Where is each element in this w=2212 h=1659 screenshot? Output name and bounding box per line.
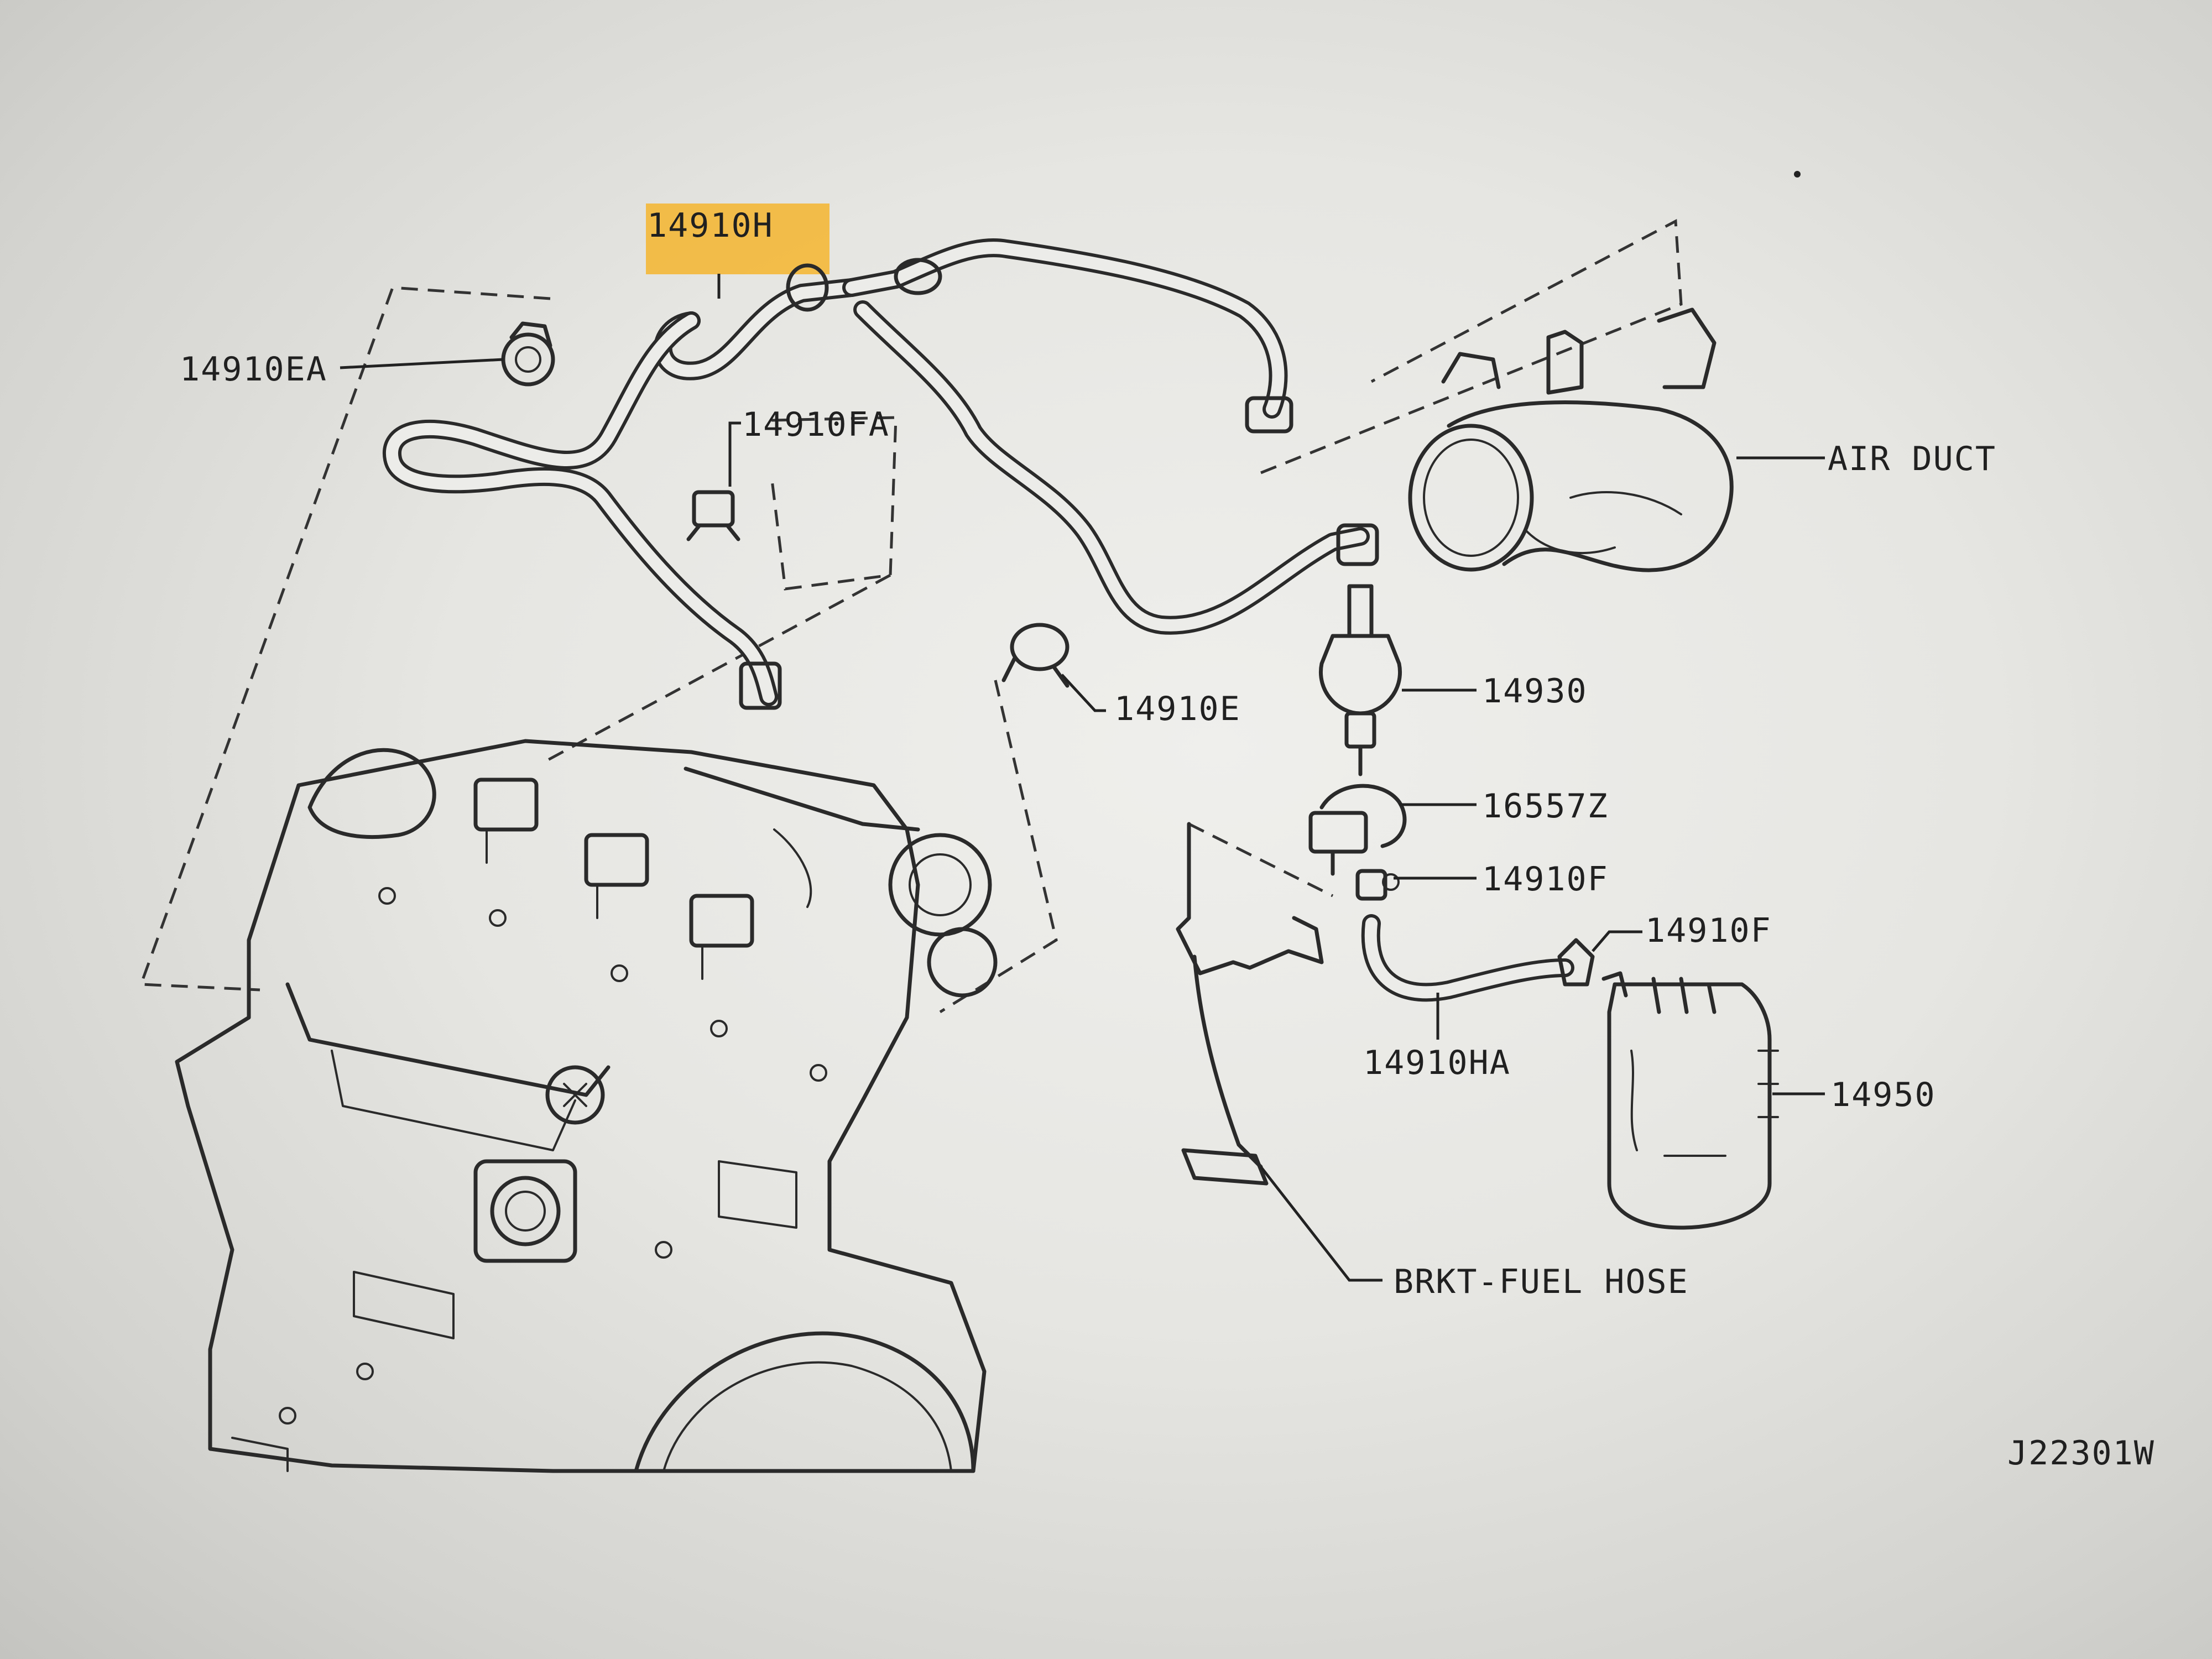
drawing-code: J22301W (2007, 1434, 2155, 1473)
dashed-group-clip-e (939, 680, 1058, 1014)
callout-14910h: 14910H (647, 206, 774, 245)
clip-14910e[interactable] (1001, 623, 1070, 688)
canister-14950[interactable] (1601, 971, 1779, 1230)
callout-14910f-upper: 14910F (1482, 860, 1609, 899)
callout-14910fa: 14910FA (742, 405, 890, 444)
callout-14910f-lower: 14910F (1645, 911, 1772, 950)
dashed-group-left (139, 286, 551, 992)
bracket-16557z[interactable] (1308, 784, 1407, 876)
bracket-fuel-hose[interactable] (1176, 822, 1324, 1186)
callout-14910e: 14910E (1114, 690, 1241, 728)
callout-16557z: 16557Z (1482, 787, 1609, 826)
clip-14910fa[interactable] (686, 490, 740, 541)
leader-lines (340, 274, 1825, 1282)
clamp-14910ea[interactable] (501, 321, 555, 387)
dashed-group-engine-link (541, 573, 891, 765)
callout-14910ha: 14910HA (1363, 1044, 1511, 1082)
dashed-group-clip-fa (770, 416, 898, 591)
callout-highlight (646, 204, 830, 274)
clamp-14910f-upper[interactable] (1355, 869, 1400, 901)
callout-14910ea: 14910EA (180, 350, 327, 389)
callout-14930: 14930 (1482, 672, 1588, 711)
screen-speck (1794, 171, 1801, 178)
callout-14950: 14950 (1830, 1076, 1936, 1114)
hose-14910h[interactable] (382, 238, 1379, 710)
callout-air-duct: AIR DUCT (1828, 440, 1996, 478)
engine-assembly (175, 739, 998, 1473)
callout-brkt-fuel-hose: BRKT-FUEL HOSE (1394, 1262, 1689, 1301)
clamp-14910f-lower[interactable] (1557, 938, 1595, 987)
air-duct[interactable] (1408, 307, 1734, 572)
purge-valve-14930[interactable] (1319, 584, 1402, 776)
hose-14910ha[interactable] (1361, 914, 1574, 1002)
dashed-group-air-duct (1260, 218, 1683, 474)
dashed-group-bracket (1188, 822, 1334, 898)
